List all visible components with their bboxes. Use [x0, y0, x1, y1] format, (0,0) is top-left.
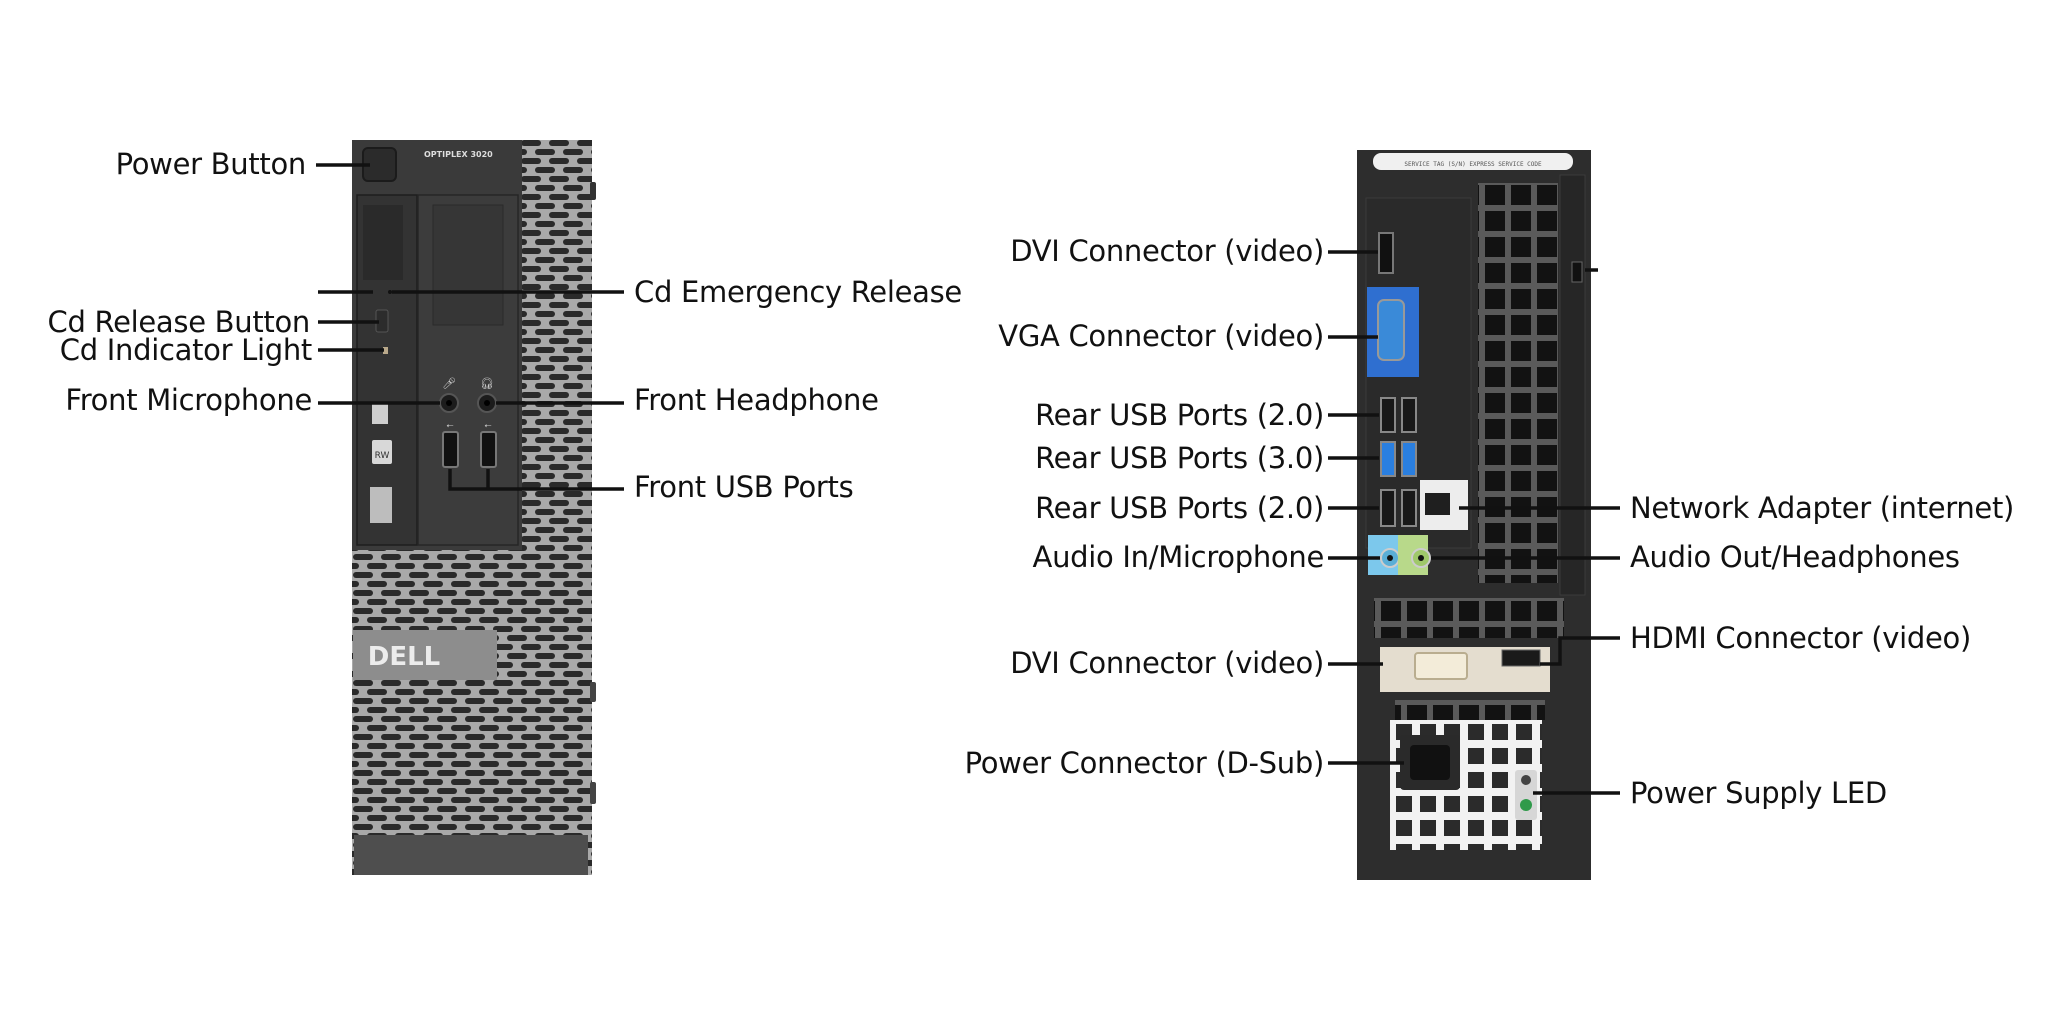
- hdmi-connector[interactable]: [1501, 649, 1541, 667]
- label-front-headphone: Front Headphone: [634, 383, 879, 417]
- power-supply-led: [1520, 799, 1532, 811]
- drive-sticker: [370, 487, 392, 523]
- front-leader-lines: [316, 163, 624, 491]
- svg-text:RW: RW: [375, 451, 390, 461]
- label-dvi-connector-top: DVI Connector (video): [1010, 234, 1324, 268]
- psu-led-panel: [1515, 770, 1537, 820]
- label-rear-usb-30: Rear USB Ports (3.0): [1035, 441, 1324, 475]
- usb-icon: ⭠: [484, 421, 491, 431]
- label-power-supply-led: Power Supply LED: [1630, 776, 1887, 810]
- label-rear-usb-20-top: Rear USB Ports (2.0): [1035, 398, 1324, 432]
- rear-view-computer: SERVICE TAG (S/N) EXPRESS SERVICE CODE: [1357, 150, 1591, 880]
- rear-usb20-port[interactable]: [1401, 397, 1417, 433]
- label-front-usb-ports: Front USB Ports: [634, 470, 854, 504]
- rear-leader-lines: [1328, 250, 1620, 795]
- label-network-adapter: Network Adapter (internet): [1630, 491, 2015, 525]
- displayport-connector[interactable]: [1378, 232, 1394, 274]
- label-audio-in: Audio In/Microphone: [1032, 540, 1325, 574]
- cd-emergency-release-hole[interactable]: [388, 290, 392, 294]
- dell-badge: [353, 630, 497, 680]
- rw-badge: [372, 440, 392, 464]
- cd-indicator-light: [383, 347, 388, 354]
- label-vga-connector: VGA Connector (video): [998, 319, 1324, 353]
- model-name: OPTIPLEX 3020: [424, 150, 493, 159]
- svg-text:SERVICE TAG (S/N) EXPRESS SE: SERVICE TAG (S/N) EXPRESS SERVICE CODE: [1404, 161, 1542, 168]
- rear-usb20-port[interactable]: [1401, 489, 1417, 527]
- psu-test-button[interactable]: [1521, 775, 1531, 785]
- label-audio-out: Audio Out/Headphones: [1630, 540, 1960, 574]
- front-usb-port-1[interactable]: [442, 431, 459, 468]
- vga-connector[interactable]: [1377, 299, 1405, 361]
- label-dvi-connector-card: DVI Connector (video): [1010, 646, 1324, 680]
- front-view-computer: OPTIPLEX 3020 RW 🎤︎ 🎧︎ ⭠ ⭠ DELL: [352, 140, 596, 875]
- label-power-connector: Power Connector (D-Sub): [964, 746, 1325, 780]
- lock-slot: [1571, 261, 1583, 283]
- dell-logo: DELL: [368, 642, 440, 672]
- label-cd-emergency-release: Cd Emergency Release: [634, 275, 962, 309]
- rear-usb20-port[interactable]: [1380, 489, 1396, 527]
- rear-vent: [1478, 183, 1558, 583]
- label-cd-indicator-light: Cd Indicator Light: [59, 333, 313, 367]
- label-hdmi-connector: HDMI Connector (video): [1630, 621, 1971, 655]
- microphone-icon: 🎤︎: [442, 377, 456, 390]
- rear-usb30-port[interactable]: [1401, 441, 1417, 477]
- front-usb-port-2[interactable]: [480, 431, 497, 468]
- rear-usb20-port[interactable]: [1380, 397, 1396, 433]
- label-power-button: Power Button: [115, 147, 307, 181]
- front-foot: [354, 835, 588, 875]
- service-tag-label: [1373, 153, 1573, 170]
- label-cd-release-button: Cd Release Button: [47, 305, 311, 339]
- network-port[interactable]: [1425, 493, 1450, 515]
- dvd-badge: [372, 402, 388, 424]
- label-front-microphone: Front Microphone: [65, 383, 312, 417]
- usb-icon: ⭠: [446, 421, 453, 431]
- rear-usb30-port[interactable]: [1380, 441, 1396, 477]
- label-rear-usb-20-bottom: Rear USB Ports (2.0): [1035, 491, 1324, 525]
- dvi-card-connector[interactable]: [1414, 652, 1468, 680]
- headphone-icon: 🎧︎: [480, 377, 494, 390]
